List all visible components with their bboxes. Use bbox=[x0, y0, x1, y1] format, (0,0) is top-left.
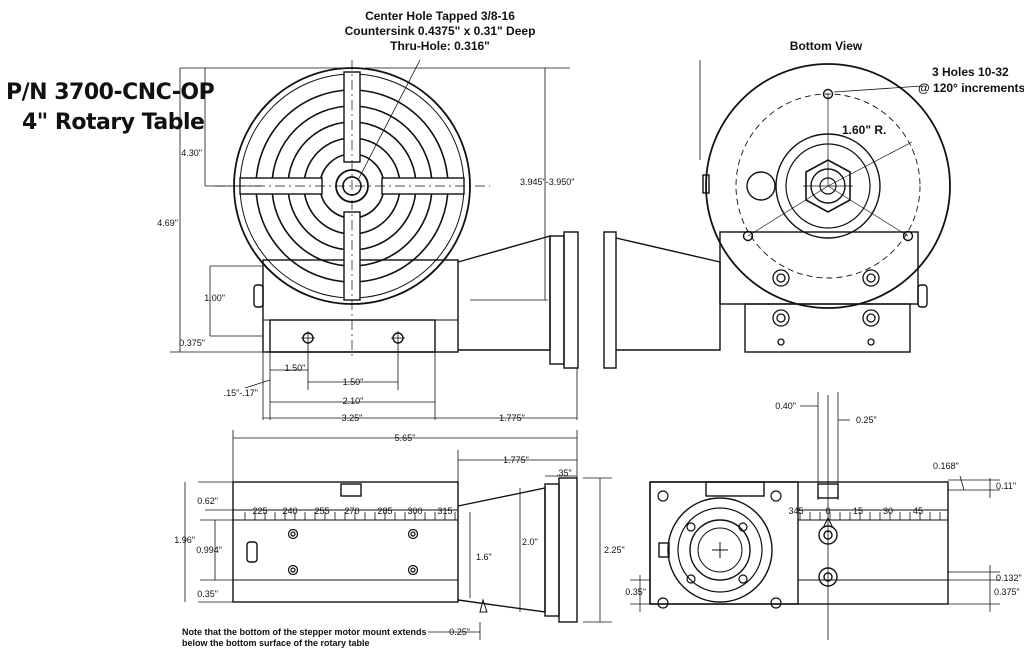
dim-1-775-side: 1.775" bbox=[503, 455, 529, 465]
front-foot bbox=[269, 319, 436, 353]
end-motor-block bbox=[649, 481, 799, 605]
bottom-motor-cone bbox=[615, 237, 721, 351]
scale-label-315: 315 bbox=[437, 506, 453, 516]
side-knob bbox=[246, 541, 258, 563]
dim-1-775-front: 1.775" bbox=[499, 413, 525, 423]
dim-0-35-end: 0.35" bbox=[625, 587, 646, 597]
front-motor-flange bbox=[549, 235, 565, 365]
end-body bbox=[649, 481, 949, 605]
center-hole-callout-2: Countersink 0.4375" x 0.31" Deep bbox=[344, 24, 536, 38]
front-motor-cone bbox=[457, 235, 551, 351]
scale-label-240: 240 bbox=[282, 506, 298, 516]
end-top-slot bbox=[705, 481, 765, 497]
radius-callout: 1.60" R. bbox=[842, 123, 887, 137]
front-motor-plate bbox=[563, 231, 579, 369]
dim-2-0: 2.0" bbox=[522, 537, 538, 547]
part-number-title: P/N 3700-CNC-OP bbox=[6, 80, 215, 105]
bottom-motor-plate bbox=[603, 231, 617, 369]
side-dimensions bbox=[184, 430, 612, 640]
dim-1-00: 1.00" bbox=[204, 293, 225, 303]
product-name-title: 4" Rotary Table bbox=[22, 110, 205, 135]
front-dimensions bbox=[170, 67, 578, 420]
scale-label-345: 345 bbox=[788, 506, 804, 516]
dim-3-945: 3.945"-3.950" bbox=[520, 177, 575, 187]
note-line-1: Note that the bottom of the stepper moto… bbox=[182, 627, 427, 637]
dim-2-25: 2.25" bbox=[604, 545, 625, 555]
bottom-side-plug bbox=[702, 174, 710, 194]
bottom-foot bbox=[744, 303, 911, 353]
dim-0-62: 0.62" bbox=[197, 496, 218, 506]
side-motor-cone bbox=[457, 487, 546, 613]
dim-1-6: 1.6" bbox=[476, 552, 492, 562]
dim-0-168: 0.168" bbox=[933, 461, 959, 471]
center-hole-callout-1: Center Hole Tapped 3/8-16 bbox=[365, 9, 515, 23]
three-holes-callout-1: 3 Holes 10-32 bbox=[932, 65, 1009, 79]
scale-label-270: 270 bbox=[344, 506, 360, 516]
note-line-2: below the bottom surface of the rotary t… bbox=[182, 638, 370, 649]
dim-4-30: 4.30" bbox=[181, 148, 202, 158]
scale-label-285: 285 bbox=[377, 506, 393, 516]
end-side-knob bbox=[658, 542, 670, 558]
dim-1-50-b: 1.50" bbox=[342, 377, 364, 387]
center-hole-callout-3: Thru-Hole: 0.316" bbox=[390, 39, 490, 53]
dim-0-35-bottom: 0.35" bbox=[197, 589, 218, 599]
end-motor-face bbox=[667, 497, 773, 603]
scale-label-45: 45 bbox=[912, 506, 924, 516]
dim-0-25-end: 0.25" bbox=[856, 415, 877, 425]
dim-3-25: 3.25" bbox=[341, 413, 363, 423]
dim-1-50-a: 1.50" bbox=[284, 363, 306, 373]
bottom-view-label: Bottom View bbox=[789, 39, 863, 53]
three-holes-callout-2: @ 120° increments bbox=[918, 81, 1024, 95]
center-hole-leader bbox=[357, 59, 421, 181]
dim-0-994: 0.994" bbox=[196, 545, 222, 555]
dim-0-25-note: 0.25" bbox=[449, 627, 470, 637]
side-scale-ticks bbox=[244, 512, 456, 520]
scale-label-300: 300 bbox=[407, 506, 423, 516]
dim-0-40: 0.40" bbox=[775, 401, 796, 411]
dim-2-10: 2.10" bbox=[342, 396, 364, 406]
dim-5-65: 5.65" bbox=[394, 433, 416, 443]
scale-label-0: 0 bbox=[825, 506, 831, 516]
bottom-view bbox=[603, 60, 951, 369]
scale-label-225: 225 bbox=[252, 506, 268, 516]
dim-0-35-side: .35" bbox=[556, 468, 572, 478]
dim-0-11: 0.11" bbox=[996, 481, 1017, 491]
scale-label-15: 15 bbox=[852, 506, 864, 516]
dim-1-96: 1.96" bbox=[174, 535, 195, 545]
side-motor-plate bbox=[558, 477, 578, 623]
end-dimensions bbox=[630, 392, 1000, 640]
dim-0-375-end: 0.375" bbox=[994, 587, 1020, 597]
end-view bbox=[649, 481, 949, 609]
scale-label-255: 255 bbox=[314, 506, 330, 516]
dim-0-15: .15"-.17" bbox=[223, 388, 258, 398]
side-key bbox=[340, 483, 362, 497]
front-side-knob bbox=[253, 284, 264, 308]
dim-0-132: 0.132" bbox=[996, 573, 1022, 583]
front-view bbox=[215, 60, 579, 369]
bottom-housing bbox=[705, 63, 951, 309]
dim-0-375-front: 0.375" bbox=[179, 338, 205, 348]
stepper-mount-note: Note that the bottom of the stepper moto… bbox=[182, 627, 427, 650]
dim-4-69: 4.69" bbox=[157, 218, 178, 228]
bottom-side-hole bbox=[746, 171, 776, 201]
end-scale-ticks bbox=[799, 512, 941, 520]
side-view bbox=[232, 477, 578, 623]
side-motor-flange bbox=[544, 483, 560, 617]
side-body bbox=[232, 481, 459, 603]
scale-label-30: 30 bbox=[882, 506, 894, 516]
bottom-block bbox=[719, 231, 919, 305]
